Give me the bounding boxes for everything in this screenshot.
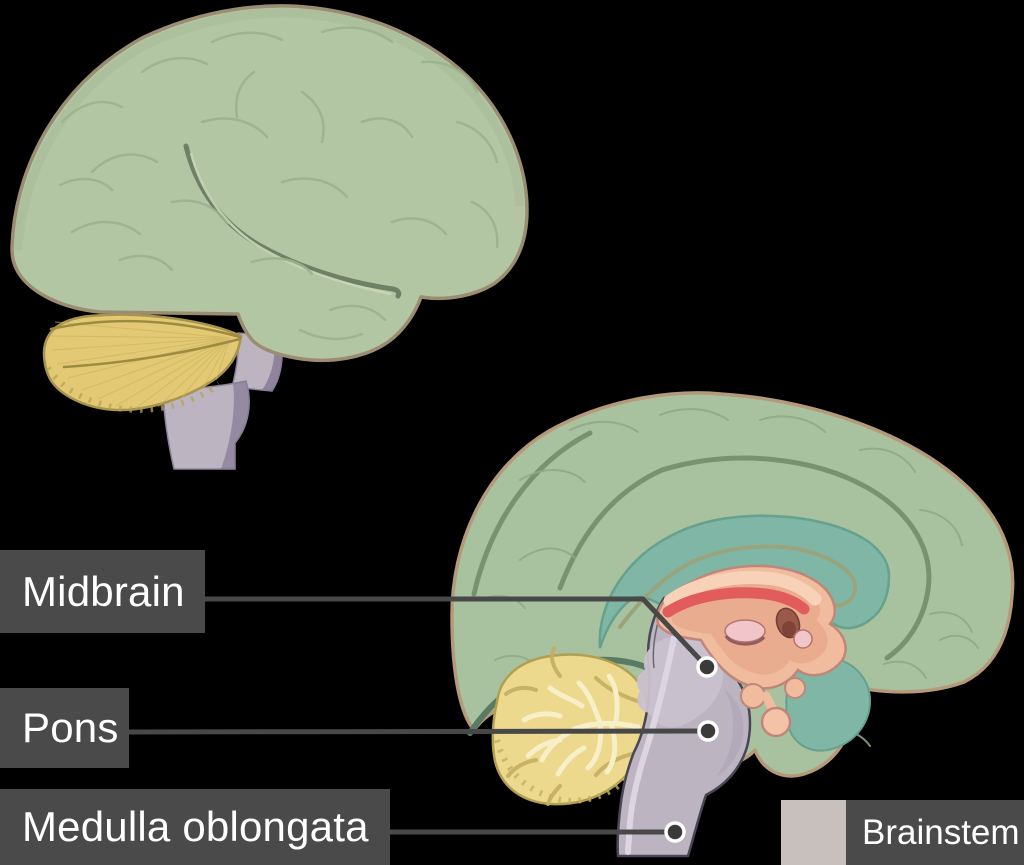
temporal-horn-teal bbox=[785, 654, 871, 752]
interthalamic-adhesion bbox=[724, 619, 766, 643]
lateral-cerebellum-fissure-lines bbox=[49, 319, 242, 369]
frontal-sulcus bbox=[471, 430, 593, 597]
pointer-dot-midbrain bbox=[696, 656, 718, 678]
sagittal-sulci bbox=[471, 430, 932, 661]
pineal-knob-shade bbox=[782, 621, 796, 637]
thalamus-hypothalamus-complex bbox=[656, 564, 847, 738]
pointer-dots bbox=[664, 656, 719, 843]
pituitary-gland bbox=[760, 706, 792, 738]
sagittal-brain-view bbox=[450, 391, 1015, 858]
legend-label: Brainstem bbox=[862, 812, 1020, 852]
pons-shade bbox=[716, 689, 744, 777]
lateral-cerebrum-body bbox=[10, 4, 529, 362]
legend-swatch-brainstem bbox=[781, 800, 846, 865]
lateral-brain-view bbox=[10, 4, 529, 470]
label-midbrain: Midbrain bbox=[0, 550, 205, 633]
lateral-gyri-lines bbox=[58, 26, 499, 341]
label-pons: Pons bbox=[0, 688, 129, 768]
leader-lines bbox=[128, 596, 709, 835]
choroid-red-band bbox=[662, 587, 810, 618]
leader-line-pons bbox=[128, 728, 709, 735]
lateral-medulla-shadow bbox=[221, 381, 250, 469]
lateral-sylvian-highlight bbox=[189, 152, 392, 296]
interthalamic-shadow bbox=[724, 635, 766, 646]
posterior-pink-circle bbox=[793, 629, 813, 649]
pointer-dot-pons bbox=[697, 720, 719, 742]
cingulate-sulcus bbox=[557, 455, 932, 661]
fourth-ventricle-stripe bbox=[625, 625, 679, 855]
lateral-cerebellum-striations bbox=[49, 321, 231, 409]
lateral-cerebrum bbox=[10, 4, 529, 362]
label-medulla-oblongata: Medulla oblongata bbox=[0, 789, 390, 865]
leader-line-midbrain bbox=[205, 596, 709, 669]
corpus-callosum-light-crescent bbox=[663, 571, 822, 608]
sagittal-cerebellum-folia-rim bbox=[494, 739, 637, 804]
lateral-cerebellum bbox=[42, 313, 243, 413]
legend-box: Brainstem bbox=[846, 800, 1024, 865]
mammillary-knob-right bbox=[784, 677, 806, 699]
pointer-dot-medulla bbox=[664, 821, 686, 843]
mammillary-knob-left bbox=[740, 683, 766, 709]
lateral-cortex-rim-band bbox=[13, 8, 525, 251]
